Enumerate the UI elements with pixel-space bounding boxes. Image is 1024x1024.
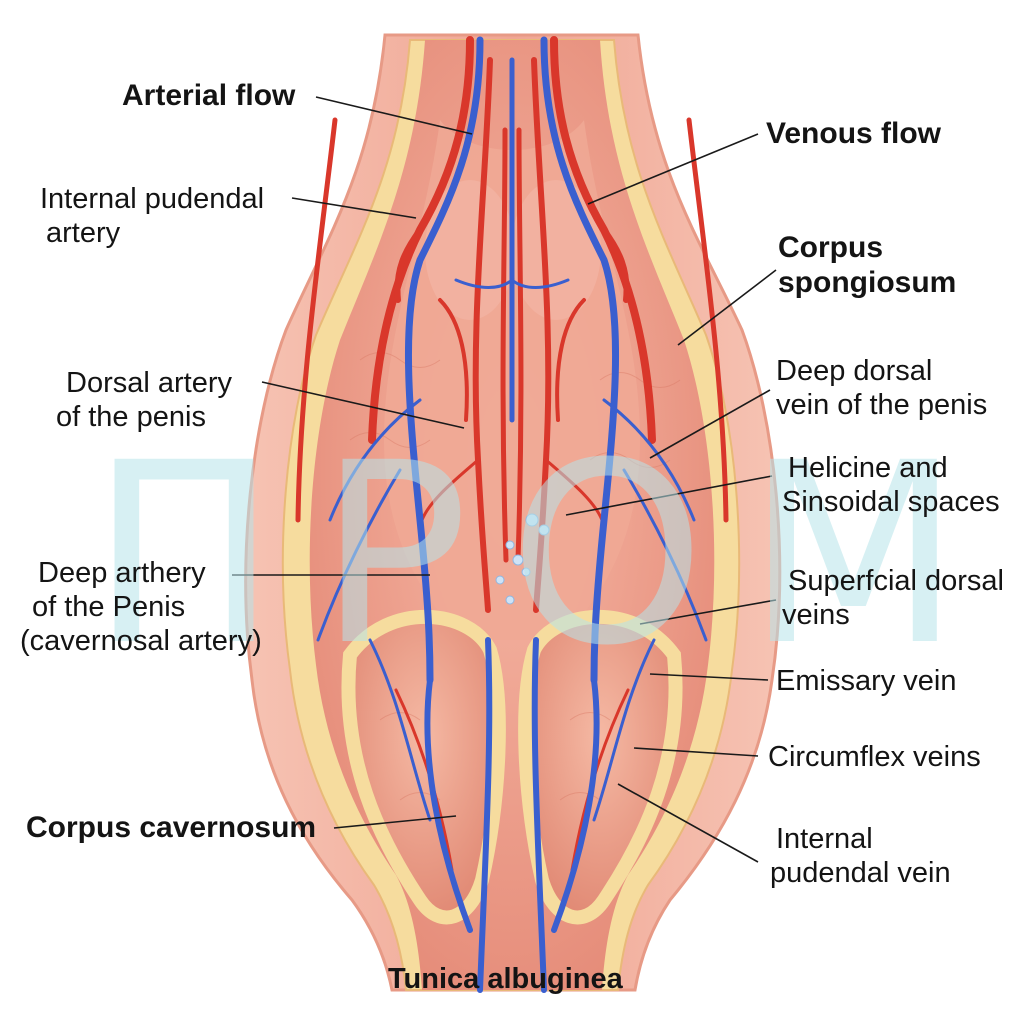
leader-superficial-dorsal-veins <box>639 599 777 625</box>
arteries <box>295 36 729 872</box>
label-deep-artery: Deep arthery of the Penis (cavernosal ar… <box>20 556 262 659</box>
label-line: veins <box>782 599 850 632</box>
label-line: Sinsoidal spaces <box>782 486 1000 519</box>
label-line: (cavernosal artery) <box>20 625 262 658</box>
label-corpus-cavernosum: Corpus cavernosum <box>26 811 317 844</box>
label-circumflex-veins: Circumflex veins <box>768 741 981 773</box>
label-line: Internal pudendal <box>40 183 265 215</box>
label-emissary-vein: Emissary vein <box>776 665 957 697</box>
label-line: spongiosum <box>778 266 957 300</box>
label-dorsal-artery: Dorsal artery of the penis <box>56 366 232 434</box>
label-line: Corpus <box>778 231 883 264</box>
label-line: Internal <box>776 823 873 855</box>
label-venous-flow: Venous flow <box>766 117 942 150</box>
leader-dorsal-artery <box>261 381 465 429</box>
label-line: Helicine and <box>788 452 948 484</box>
label-corpus-spongiosum: Corpus spongiosum <box>778 230 956 301</box>
leader-internal-pudendal-artery <box>291 197 417 219</box>
leader-corpus-cavernosum <box>333 815 457 829</box>
veins <box>316 36 708 993</box>
leader-arterial-flow <box>315 96 473 135</box>
label-internal-pudendal-artery: Internal pudendal artery <box>40 182 264 250</box>
leader-corpus-spongiosum <box>677 269 777 346</box>
label-line: pudendal vein <box>770 857 951 890</box>
label-helicine-sinusoidal: Helicine and Sinsoidal spaces <box>782 451 1000 519</box>
label-line: artery <box>46 217 121 250</box>
label-line: Superfcial dorsal <box>788 565 1004 597</box>
leader-emissary-vein <box>649 673 769 681</box>
label-line: Deep dorsal <box>776 355 933 387</box>
label-line: Dorsal artery <box>66 367 232 399</box>
label-arterial-flow: Arterial flow <box>122 79 296 112</box>
label-line: Deep arthery <box>38 557 206 589</box>
leader-deep-dorsal-vein <box>649 389 771 459</box>
label-line: of the penis <box>56 401 206 434</box>
label-tunica-albuginea: Tunica albuginea <box>388 963 623 995</box>
leader-helicine <box>565 475 773 516</box>
leader-circumflex-veins <box>633 747 759 757</box>
label-superficial-dorsal-veins: Superfcial dorsal veins <box>782 564 1004 632</box>
label-deep-dorsal-vein: Deep dorsal vein of the penis <box>776 354 987 422</box>
helicine-spaces <box>495 513 550 605</box>
leader-lines <box>232 96 777 863</box>
leader-venous-flow <box>587 133 759 205</box>
label-internal-pudendal-vein: Internal pudendal vein <box>770 822 951 890</box>
leader-internal-pudendal-vein <box>617 783 759 863</box>
label-line: vein of the penis <box>776 389 988 422</box>
label-line: of the Penis <box>32 591 186 624</box>
